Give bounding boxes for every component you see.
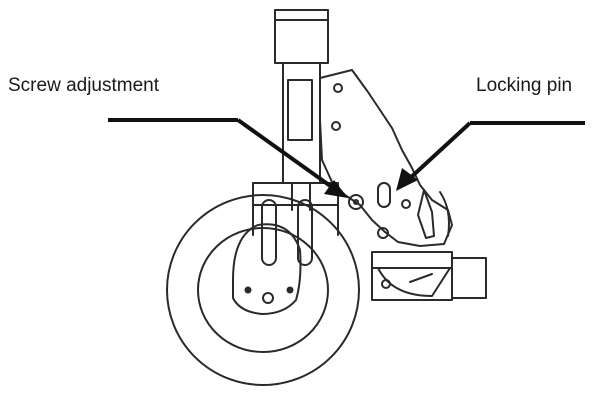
wheel [166, 194, 360, 386]
locking-pin-arrow [396, 121, 585, 191]
vertical-post [282, 62, 321, 211]
locking-slot [348, 182, 411, 210]
rear-box-assembly [371, 251, 487, 301]
locking-pin-label: Locking pin [476, 75, 573, 96]
top-mounting-block [274, 9, 329, 64]
screw-adjustment-label: Screw adjustment [8, 75, 160, 96]
screw-adjustment-arrow [108, 118, 348, 198]
